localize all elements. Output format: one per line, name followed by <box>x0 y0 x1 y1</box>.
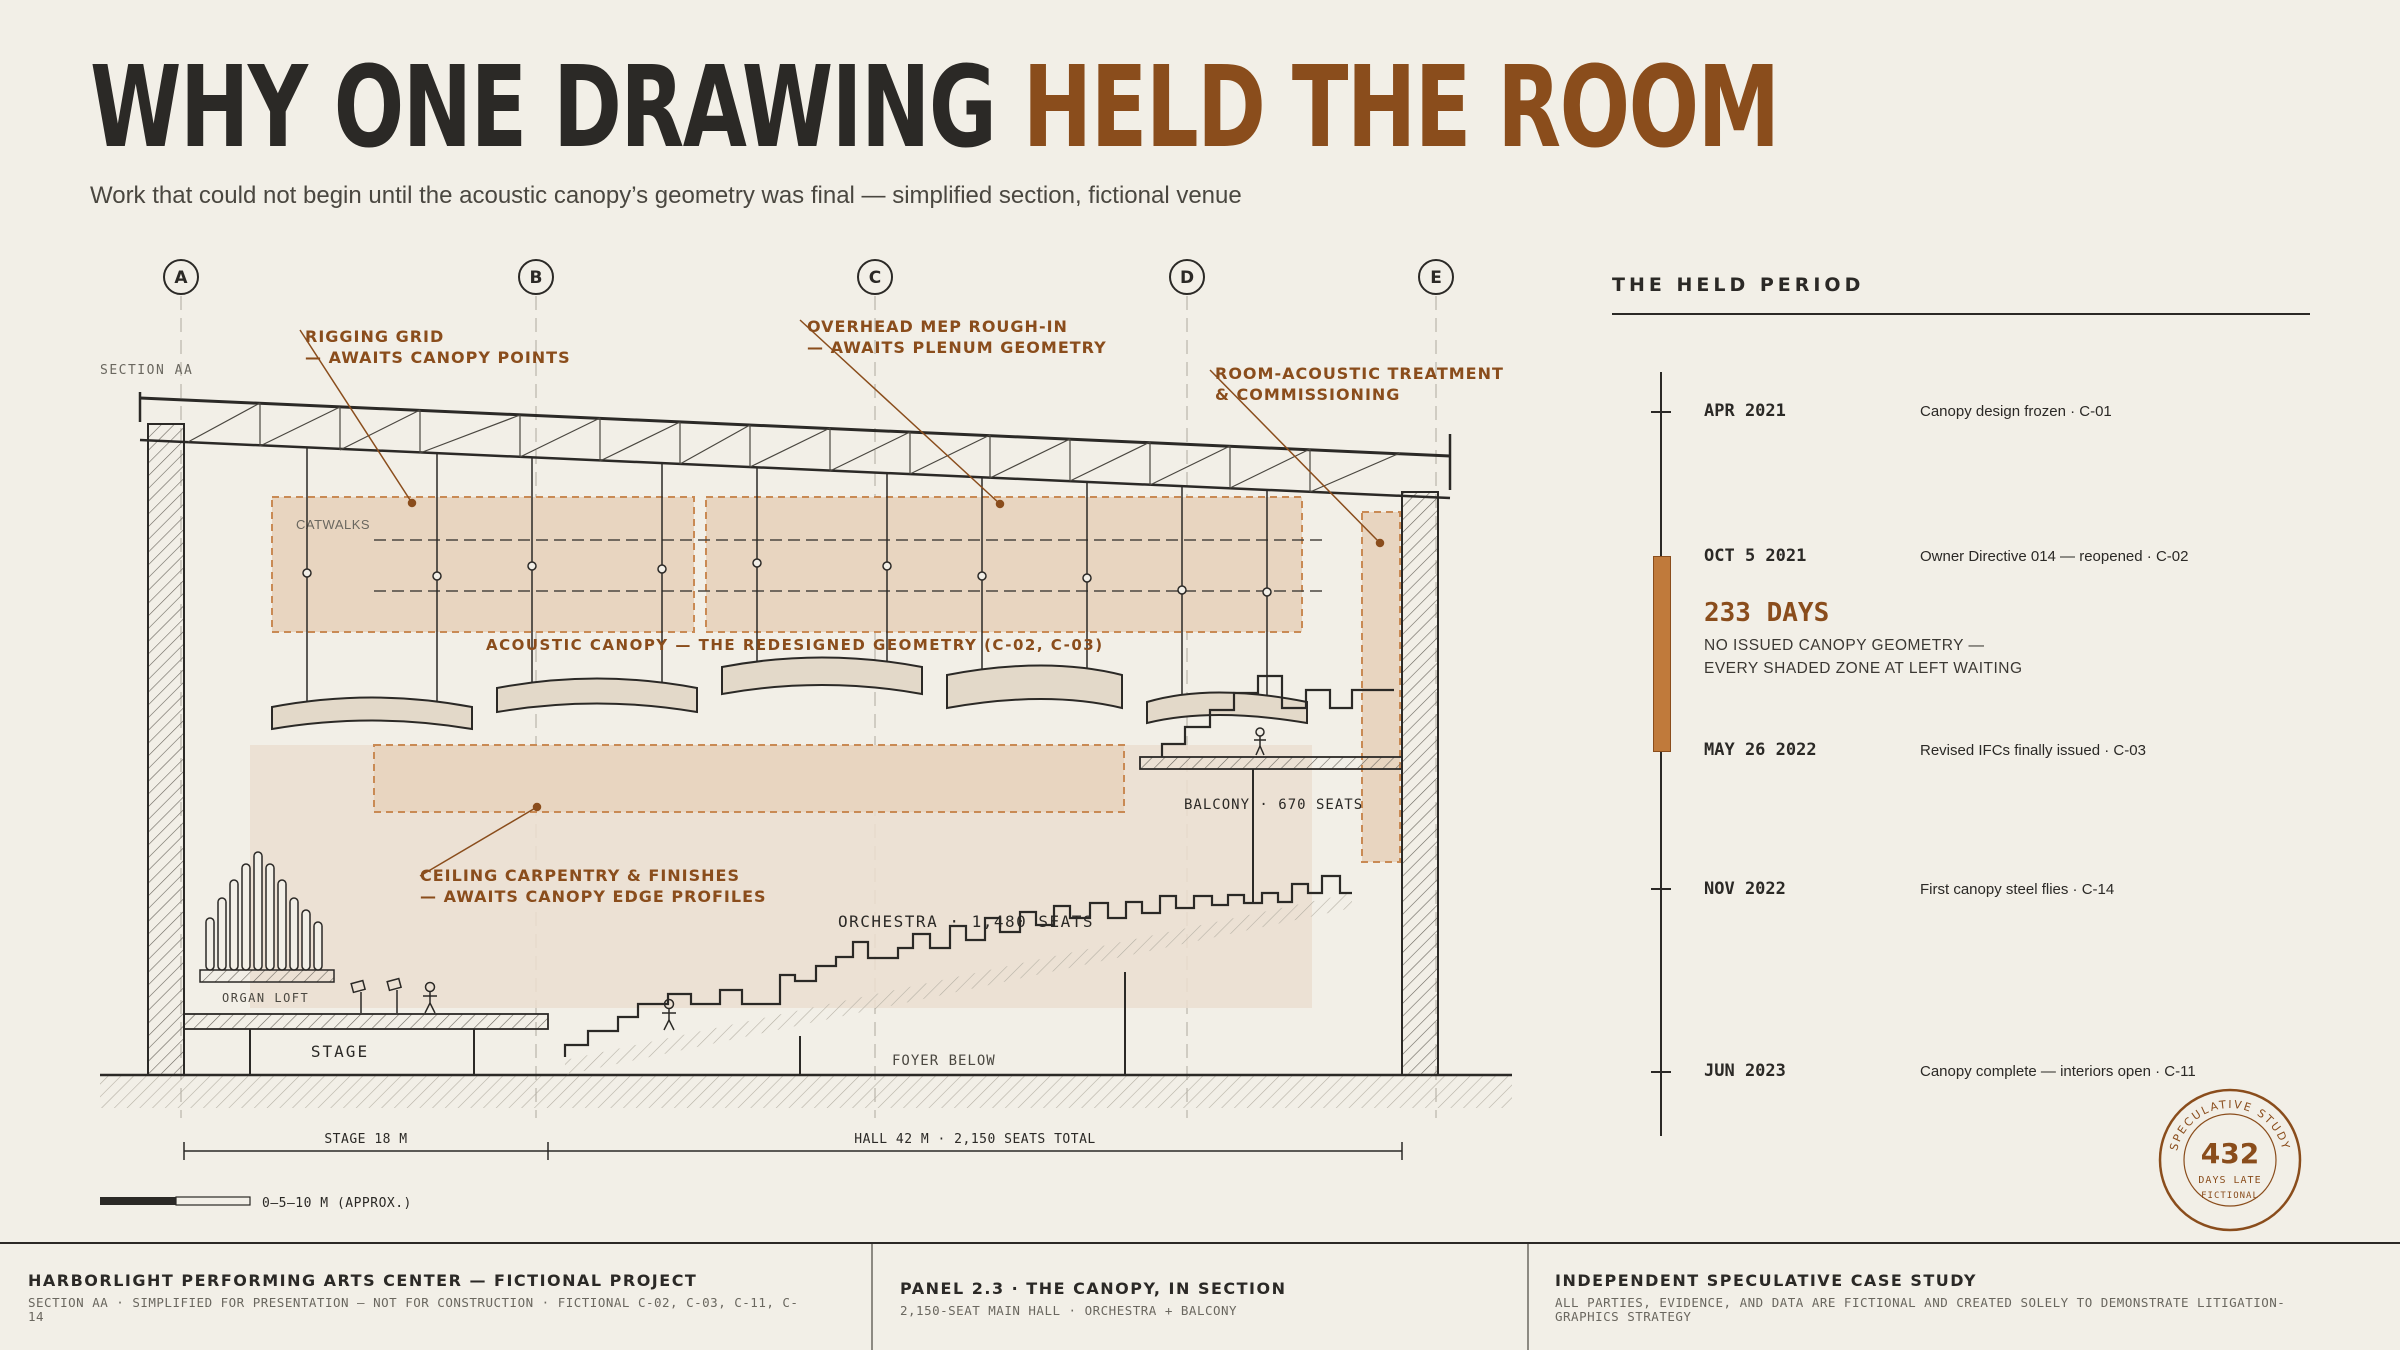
footer-divider <box>871 1244 873 1350</box>
scale-label: 0—5—10 M (APPROX.) <box>262 1196 412 1211</box>
dimension-hall: HALL 42 M · 2,150 SEATS TOTAL <box>854 1132 1095 1147</box>
timeline-date: APR 2021 <box>1704 401 1786 421</box>
grid-label-e: E <box>1430 268 1442 288</box>
stamp-line2: FICTIONAL <box>2201 1191 2259 1201</box>
zone-ceiling <box>373 744 1125 813</box>
timeline-date: NOV 2022 <box>1704 879 1786 899</box>
callout-ceiling-line1: CEILING CARPENTRY & FINISHES <box>420 866 740 885</box>
canopy-panel-2 <box>496 677 698 714</box>
canopy-panel-4 <box>946 664 1123 710</box>
footer-panel-title: PANEL 2.3 · THE CANOPY, IN SECTION <box>900 1279 1287 1298</box>
callout-labels: RIGGING GRID — AWAITS CANOPY POINTS OVER… <box>305 317 1504 906</box>
hanger-points <box>302 558 1272 597</box>
canopy-label: ACOUSTIC CANOPY — THE REDESIGNED GEOMETR… <box>486 636 1104 654</box>
dimension-stage: STAGE 18 M <box>324 1132 407 1147</box>
footer-rule <box>0 1242 2400 1244</box>
title-accent: HELD THE ROOM <box>1022 43 1780 173</box>
page-title: WHY ONE DRAWING HELD THE ROOM <box>90 52 1780 164</box>
waiting-zones <box>271 496 1401 863</box>
grid-label-b: B <box>530 268 543 288</box>
ground-hatch <box>100 1076 1512 1108</box>
dimension-line <box>183 1142 1403 1160</box>
stage-props <box>350 977 403 1013</box>
footer-panel-sub: 2,150-SEAT MAIN HALL · ORCHESTRA + BALCO… <box>900 1303 1238 1318</box>
timeline-note: Owner Directive 014 — reopened · C-02 <box>1920 548 2189 565</box>
footer-divider <box>1527 1244 1529 1350</box>
timeline-axis <box>1660 372 1662 1136</box>
grid-bubbles <box>163 259 1454 295</box>
roof-truss <box>138 392 1452 500</box>
catwalks-label: CATWALKS <box>296 517 370 532</box>
stage-label: STAGE <box>311 1042 369 1061</box>
callout-acoustic-line2: & COMMISSIONING <box>1215 385 1400 404</box>
stamp-number: 432 <box>2201 1137 2259 1170</box>
timeline-heading: THE HELD PERIOD <box>1612 274 1865 296</box>
callout-rigging-line1: RIGGING GRID <box>305 327 444 346</box>
timeline-note: Canopy design frozen · C-01 <box>1920 403 2112 420</box>
callout-acoustic-line1: ROOM-ACOUSTIC TREATMENT <box>1215 364 1504 383</box>
grid-label-c: C <box>869 268 881 288</box>
timeline-note: First canopy steel flies · C-14 <box>1920 881 2115 898</box>
held-period-bar <box>1653 556 1671 752</box>
section-label: SECTION AA <box>100 363 193 378</box>
section-drawing: A B C D E SECTION AA <box>100 259 1512 1211</box>
canopy-panel-5 <box>1146 691 1308 725</box>
page-subtitle: Work that could not begin until the acou… <box>90 182 1242 209</box>
title-main: WHY ONE DRAWING <box>90 43 997 173</box>
stage <box>183 1013 549 1075</box>
scale-bar <box>100 1196 251 1206</box>
footer-project-sub: SECTION AA · SIMPLIFIED FOR PRESENTATION… <box>28 1295 799 1325</box>
timeline-heading-rule <box>1612 313 2310 315</box>
orchestra-label: ORCHESTRA · 1,480 SEATS <box>838 912 1094 931</box>
timeline-tick <box>1651 411 1671 413</box>
timeline-tick <box>1651 888 1671 890</box>
wall-left <box>147 423 185 1076</box>
grid-label-d: D <box>1180 268 1194 288</box>
canopy-hangers <box>306 447 1268 702</box>
footer-project-title: HARBORLIGHT PERFORMING ARTS CENTER — FIC… <box>28 1271 698 1290</box>
speculative-stamp: SPECULATIVE STUDY 432 DAYS LATE FICTIONA… <box>2158 1088 2302 1232</box>
timeline-date: OCT 5 2021 <box>1704 546 1807 566</box>
held-description-line2: EVERY SHADED ZONE AT LEFT WAITING <box>1704 660 2023 677</box>
canopy-panel-3 <box>721 656 923 696</box>
footer-study-sub: ALL PARTIES, EVIDENCE, AND DATA ARE FICT… <box>1555 1295 2286 1325</box>
zone-acoustic-treatment <box>1361 511 1401 863</box>
balcony <box>1139 674 1403 902</box>
canopy-panel-1 <box>271 696 473 731</box>
wall-right <box>1401 491 1439 1076</box>
orchestra-rake <box>563 874 1352 1075</box>
timeline-date: MAY 26 2022 <box>1704 740 1817 760</box>
human-figures <box>423 727 1266 1031</box>
held-description-line1: NO ISSUED CANOPY GEOMETRY — <box>1704 637 1985 654</box>
catwalk-lines <box>374 539 1326 592</box>
timeline-note: Revised IFCs finally issued · C-03 <box>1920 742 2146 759</box>
balcony-label: BALCONY · 670 SEATS <box>1184 797 1363 813</box>
organ-pipes <box>199 851 335 983</box>
foyer-label: FOYER BELOW <box>892 1053 996 1069</box>
timeline-tick <box>1651 1071 1671 1073</box>
timeline-note: Canopy complete — interiors open · C-11 <box>1920 1063 2196 1080</box>
grid-label-a: A <box>174 268 188 288</box>
callout-leaders <box>299 319 1385 877</box>
callout-rigging-line2: — AWAITS CANOPY POINTS <box>305 348 571 367</box>
organ-loft-label: ORGAN LOFT <box>222 991 309 1005</box>
zone-rigging-grid <box>271 496 695 633</box>
callout-mep-line1: OVERHEAD MEP ROUGH-IN <box>807 317 1068 336</box>
canopy-panels <box>271 656 1308 731</box>
stamp-line1: DAYS LATE <box>2198 1175 2261 1186</box>
callout-ceiling-line2: — AWAITS CANOPY EDGE PROFILES <box>420 887 767 906</box>
callout-mep-line2: — AWAITS PLENUM GEOMETRY <box>807 338 1107 357</box>
held-days: 233 DAYS <box>1704 598 1830 628</box>
footer-study-title: INDEPENDENT SPECULATIVE CASE STUDY <box>1555 1271 1977 1290</box>
timeline-date: JUN 2023 <box>1704 1061 1786 1081</box>
zone-mep <box>705 496 1303 633</box>
